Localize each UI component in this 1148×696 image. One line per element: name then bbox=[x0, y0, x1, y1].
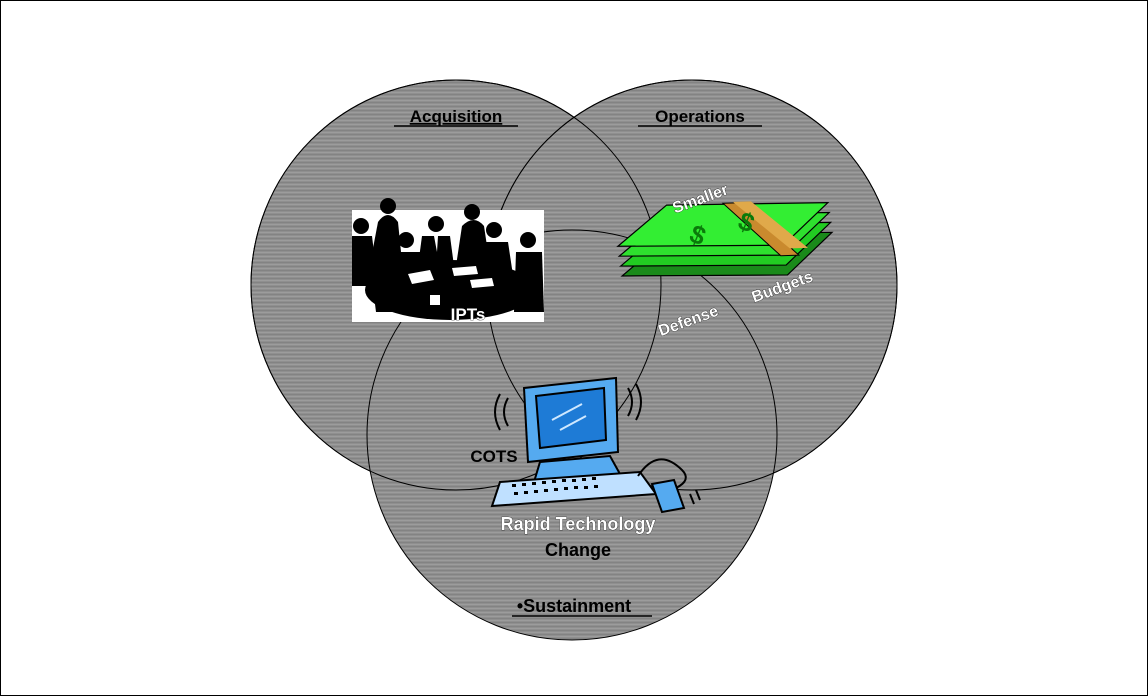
meeting-clipart bbox=[352, 198, 544, 322]
sustainment-heading: •Sustainment bbox=[517, 596, 631, 616]
cots-label: COTS bbox=[470, 447, 517, 466]
acquisition-heading: Acquisition bbox=[410, 107, 503, 126]
computer-clipart bbox=[490, 376, 701, 514]
money-clipart: $ $ bbox=[616, 201, 834, 277]
operations-heading: Operations bbox=[655, 107, 745, 126]
rapid-technology-label: Rapid Technology bbox=[501, 514, 656, 534]
ipts-label: IPTs bbox=[451, 305, 486, 324]
change-label: Change bbox=[545, 540, 611, 560]
